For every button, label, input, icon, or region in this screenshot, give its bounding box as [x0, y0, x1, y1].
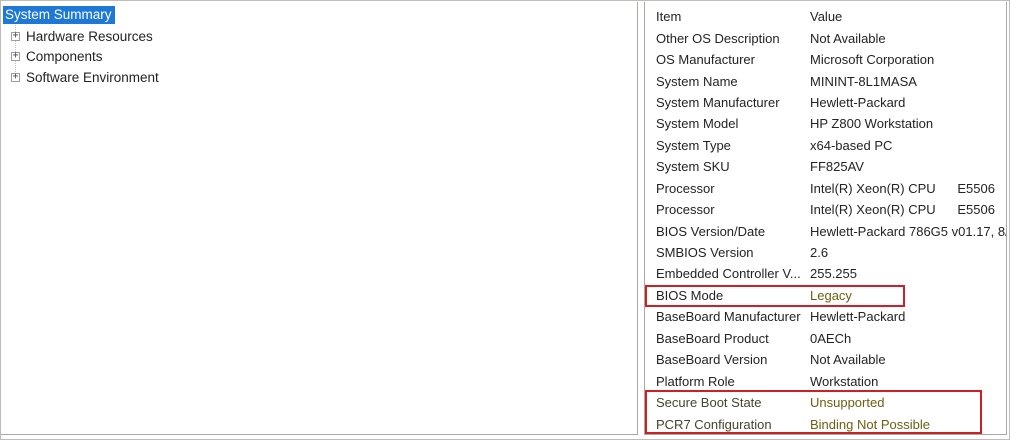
detail-row-bios-version-date[interactable]: BIOS Version/Date Hewlett-Packard 786G5 v… — [645, 220, 1006, 241]
column-header-value[interactable]: Value — [810, 9, 843, 25]
detail-item-value: 2.6 — [810, 245, 829, 261]
detail-item-value: Binding Not Possible — [810, 416, 930, 432]
detail-item-label: SMBIOS Version — [656, 245, 754, 261]
tree-item-system-summary[interactable]: System Summary — [1, 5, 637, 26]
tree-item-software-environment[interactable]: + Software Environment — [1, 67, 637, 88]
tree-item-label: System Summary — [3, 6, 115, 25]
detail-item-label: Processor — [656, 180, 715, 196]
detail-item-value: Hewlett-Packard 786G5 v01.17, 8/ — [810, 223, 1006, 239]
detail-item-label: BaseBoard Manufacturer — [656, 309, 801, 325]
detail-item-label: BaseBoard Version — [656, 352, 768, 368]
detail-item-value: x64-based PC — [810, 137, 893, 153]
expand-icon[interactable]: + — [11, 29, 20, 41]
tree-item-label: Hardware Resources — [26, 28, 153, 44]
detail-row-secure-boot-state[interactable]: Secure Boot State Unsupported — [645, 392, 1006, 413]
detail-item-label: System Name — [656, 73, 738, 89]
detail-item-value: FF825AV — [810, 159, 864, 175]
detail-item-label: PCR7 Configuration — [656, 416, 772, 432]
detail-item-label: System Model — [656, 116, 739, 132]
detail-item-value: Hewlett-Packard — [810, 94, 906, 110]
detail-item-label: BIOS Version/Date — [656, 223, 766, 239]
detail-item-label: BIOS Mode — [656, 287, 724, 303]
detail-row-baseboard-version[interactable]: BaseBoard Version Not Available — [645, 349, 1006, 370]
detail-item-value: Not Available — [810, 30, 886, 46]
detail-row-smbios-version[interactable]: SMBIOS Version 2.6 — [645, 242, 1006, 263]
detail-row-embedded-controller-v[interactable]: Embedded Controller V... 255.255 — [645, 263, 1006, 284]
detail-item-value: HP Z800 Workstation — [810, 116, 934, 132]
detail-item-label: Embedded Controller V... — [656, 266, 801, 282]
tree-item-label: Software Environment — [26, 69, 159, 85]
detail-row-baseboard-product[interactable]: BaseBoard Product 0AECh — [645, 328, 1006, 349]
detail-item-value: Microsoft Corporation — [810, 52, 935, 68]
detail-row-system-name[interactable]: System Name MININT-8L1MASA — [645, 70, 1006, 91]
detail-row-system-model[interactable]: System Model HP Z800 Workstation — [645, 113, 1006, 134]
detail-item-value: MININT-8L1MASA — [810, 73, 917, 89]
detail-item-value: Legacy — [810, 287, 852, 303]
detail-item-label: System SKU — [656, 159, 730, 175]
detail-row-processor[interactable]: Processor Intel(R) Xeon(R) CPU E5506 — [645, 178, 1006, 199]
detail-item-value: Intel(R) Xeon(R) CPU E5506 — [810, 202, 995, 218]
tree-item-label: Components — [26, 49, 103, 65]
detail-row-os-manufacturer[interactable]: OS Manufacturer Microsoft Corporation — [645, 49, 1006, 70]
detail-row-baseboard-manufacturer[interactable]: BaseBoard Manufacturer Hewlett-Packard — [645, 306, 1006, 327]
detail-item-label: Other OS Description — [656, 30, 780, 46]
expand-icon[interactable]: + — [11, 70, 20, 82]
detail-row-pcr7-configuration[interactable]: PCR7 Configuration Binding Not Possible — [645, 413, 1006, 434]
detail-item-label: BaseBoard Product — [656, 330, 769, 346]
expand-icon[interactable]: + — [11, 50, 20, 62]
detail-row-processor[interactable]: Processor Intel(R) Xeon(R) CPU E5506 — [645, 199, 1006, 220]
detail-row-system-manufacturer[interactable]: System Manufacturer Hewlett-Packard — [645, 92, 1006, 113]
detail-item-value: Unsupported — [810, 395, 885, 411]
detail-item-value: Not Available — [810, 352, 886, 368]
detail-row-system-sku[interactable]: System SKU FF825AV — [645, 156, 1006, 177]
detail-item-label: Secure Boot State — [656, 395, 762, 411]
detail-row-bios-mode[interactable]: BIOS Mode Legacy — [645, 285, 1006, 306]
tree-item-hardware-resources[interactable]: + Hardware Resources — [1, 26, 637, 47]
column-header-item[interactable]: Item — [656, 9, 682, 25]
detail-row-system-type[interactable]: System Type x64-based PC — [645, 135, 1006, 156]
detail-item-value: 255.255 — [810, 266, 857, 282]
detail-item-value: 0AECh — [810, 330, 852, 346]
detail-item-label: System Manufacturer — [656, 94, 780, 110]
detail-item-value: Workstation — [810, 373, 879, 389]
detail-item-label: Platform Role — [656, 373, 735, 389]
detail-row-other-os-description[interactable]: Other OS Description Not Available — [645, 27, 1006, 48]
detail-item-label: Processor — [656, 202, 715, 218]
tree-item-components[interactable]: + Components — [1, 46, 637, 67]
tree-guide-line — [15, 22, 16, 80]
detail-item-value: Intel(R) Xeon(R) CPU E5506 — [810, 180, 995, 196]
pane-splitter[interactable] — [639, 2, 644, 435]
detail-row-platform-role[interactable]: Platform Role Workstation — [645, 370, 1006, 391]
detail-item-label: System Type — [656, 137, 731, 153]
detail-item-value: Hewlett-Packard — [810, 309, 906, 325]
details-header-row: Item Value — [645, 6, 1006, 27]
category-tree-pane: System Summary + Hardware Resources + Compon… — [1, 2, 638, 435]
detail-item-label: OS Manufacturer — [656, 52, 755, 68]
